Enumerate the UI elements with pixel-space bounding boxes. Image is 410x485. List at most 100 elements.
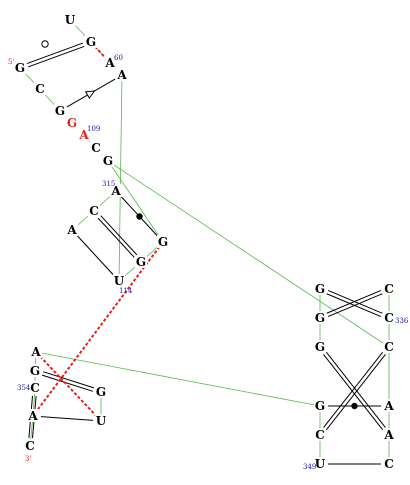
nucleotide-a: A [66, 223, 77, 237]
watson-crick-pair-line [43, 371, 95, 389]
nucleotide-g: G [158, 235, 168, 249]
nucleotide-backdrop [383, 282, 395, 295]
circle-mark-1 [41, 40, 49, 48]
watson-crick-pair-line [41, 374, 93, 392]
nucleotide-g: G [96, 385, 106, 399]
watson-crick-pair-line [325, 354, 386, 431]
tertiary-interaction-line [94, 45, 107, 60]
residue-number-label: 336 [395, 317, 409, 325]
watson-crick-pair-line [100, 215, 138, 256]
nucleotide-backdrop [383, 428, 395, 441]
backbone-segment [107, 160, 390, 348]
non-canonical-pair-dot [351, 402, 358, 410]
backbone-segment [118, 74, 123, 282]
nucleotide-backdrop [383, 457, 395, 470]
watson-crick-pair-line [326, 289, 382, 314]
nucleotide-backdrop [95, 385, 107, 398]
nucleotide-backdrop [314, 428, 326, 441]
nucleotide-backdrop [383, 399, 395, 412]
nucleotide-backdrop [34, 82, 46, 95]
nucleotide-g: G [86, 35, 96, 49]
watson-crick-pair-line [326, 293, 382, 318]
watson-crick-pair-line [97, 217, 135, 258]
nucleotide-a: A [110, 184, 121, 198]
nucleotide-backdrop [54, 104, 66, 117]
nucleotide-u: U [315, 457, 326, 471]
sugar-edge-triangle [84, 90, 96, 100]
nucleotide-g: G [136, 255, 146, 269]
nucleotide-c: C [91, 141, 101, 155]
watson-crick-pair-line [327, 293, 383, 318]
watson-crick-pair-line [26, 42, 84, 65]
tertiary-interaction-line [35, 246, 161, 412]
nucleotide-a: A [30, 345, 41, 359]
nucleotide-backdrop [314, 282, 326, 295]
nucleotide-backdrop [383, 340, 395, 353]
backbone-segment [35, 351, 321, 407]
base-pair-line [77, 235, 114, 276]
nucleotide-g: G [315, 340, 325, 354]
nucleotide-backdrop [113, 274, 125, 287]
watson-crick-pair-line [27, 45, 85, 68]
five-prime-label: 5' [8, 58, 14, 66]
nucleotide-a: A [116, 68, 127, 82]
nucleotide-backdrop [110, 184, 122, 197]
nucleotide-g: G [55, 104, 65, 118]
nucleotide-c: C [384, 340, 394, 354]
nucleotide-backdrop [14, 61, 26, 74]
nucleotide-u: U [96, 414, 107, 428]
mark-layer [41, 40, 49, 48]
residue-number-label: 354 [17, 384, 31, 392]
nucleotide-g: G [67, 116, 77, 130]
tertiary-interaction-layer [35, 45, 161, 418]
nucleotide-c: C [384, 457, 394, 471]
nucleotide-backdrop [88, 204, 100, 217]
nucleotide-a: A [78, 128, 89, 142]
nucleotide-u: U [65, 13, 76, 27]
nucleotide-backdrop [64, 13, 76, 26]
residue-number-label: 109 [87, 125, 100, 133]
watson-crick-pair-line [327, 289, 383, 314]
nucleotide-a: A [27, 409, 38, 423]
backbone-layer [19, 19, 390, 464]
nucleotide-c: C [35, 82, 45, 96]
base-pair-layer [26, 42, 386, 465]
non-canonical-pair-dot [136, 213, 143, 220]
nucleotide-g: G [315, 311, 325, 325]
residue-number-label: 60 [114, 54, 123, 62]
nucleotide-backdrop [116, 68, 128, 81]
nucleotide-u: U [114, 274, 125, 288]
nucleotide-backdrop [135, 255, 147, 268]
nucleotide-backdrop [157, 235, 169, 248]
nucleotide-backdrop [314, 340, 326, 353]
nucleotide-c: C [25, 439, 35, 453]
nucleotide-backdrop [104, 56, 116, 69]
nucleotide-backdrop [95, 414, 107, 427]
watson-crick-pair-line [323, 351, 384, 428]
nucleotide-backdrop [66, 116, 78, 129]
watson-crick-pair-line [325, 351, 386, 428]
nucleotide-g: G [315, 399, 325, 413]
nucleotide-backdrop [66, 223, 78, 236]
residue-number-label: 114 [119, 287, 133, 295]
nucleotide-g: G [15, 61, 25, 75]
backbone-segment [107, 160, 164, 243]
residue-number-label: 349 [303, 463, 316, 471]
nucleotide-g: G [30, 364, 40, 378]
nucleotide-backdrop [383, 311, 395, 324]
nucleotide-a: A [383, 399, 394, 413]
nucleotide-c: C [384, 282, 394, 296]
nucleotide-c: C [30, 381, 40, 395]
nucleotide-backdrop [78, 128, 90, 141]
nucleotide-backdrop [30, 345, 42, 358]
nucleotide-c: C [315, 428, 325, 442]
nucleotide-g: G [103, 154, 113, 168]
nucleotide-backdrop [314, 457, 326, 470]
nucleotide-backdrop [102, 154, 114, 167]
tertiary-interaction-line [39, 355, 98, 418]
nucleotide-backdrop [90, 141, 102, 154]
nucleotide-backdrop [85, 35, 97, 48]
